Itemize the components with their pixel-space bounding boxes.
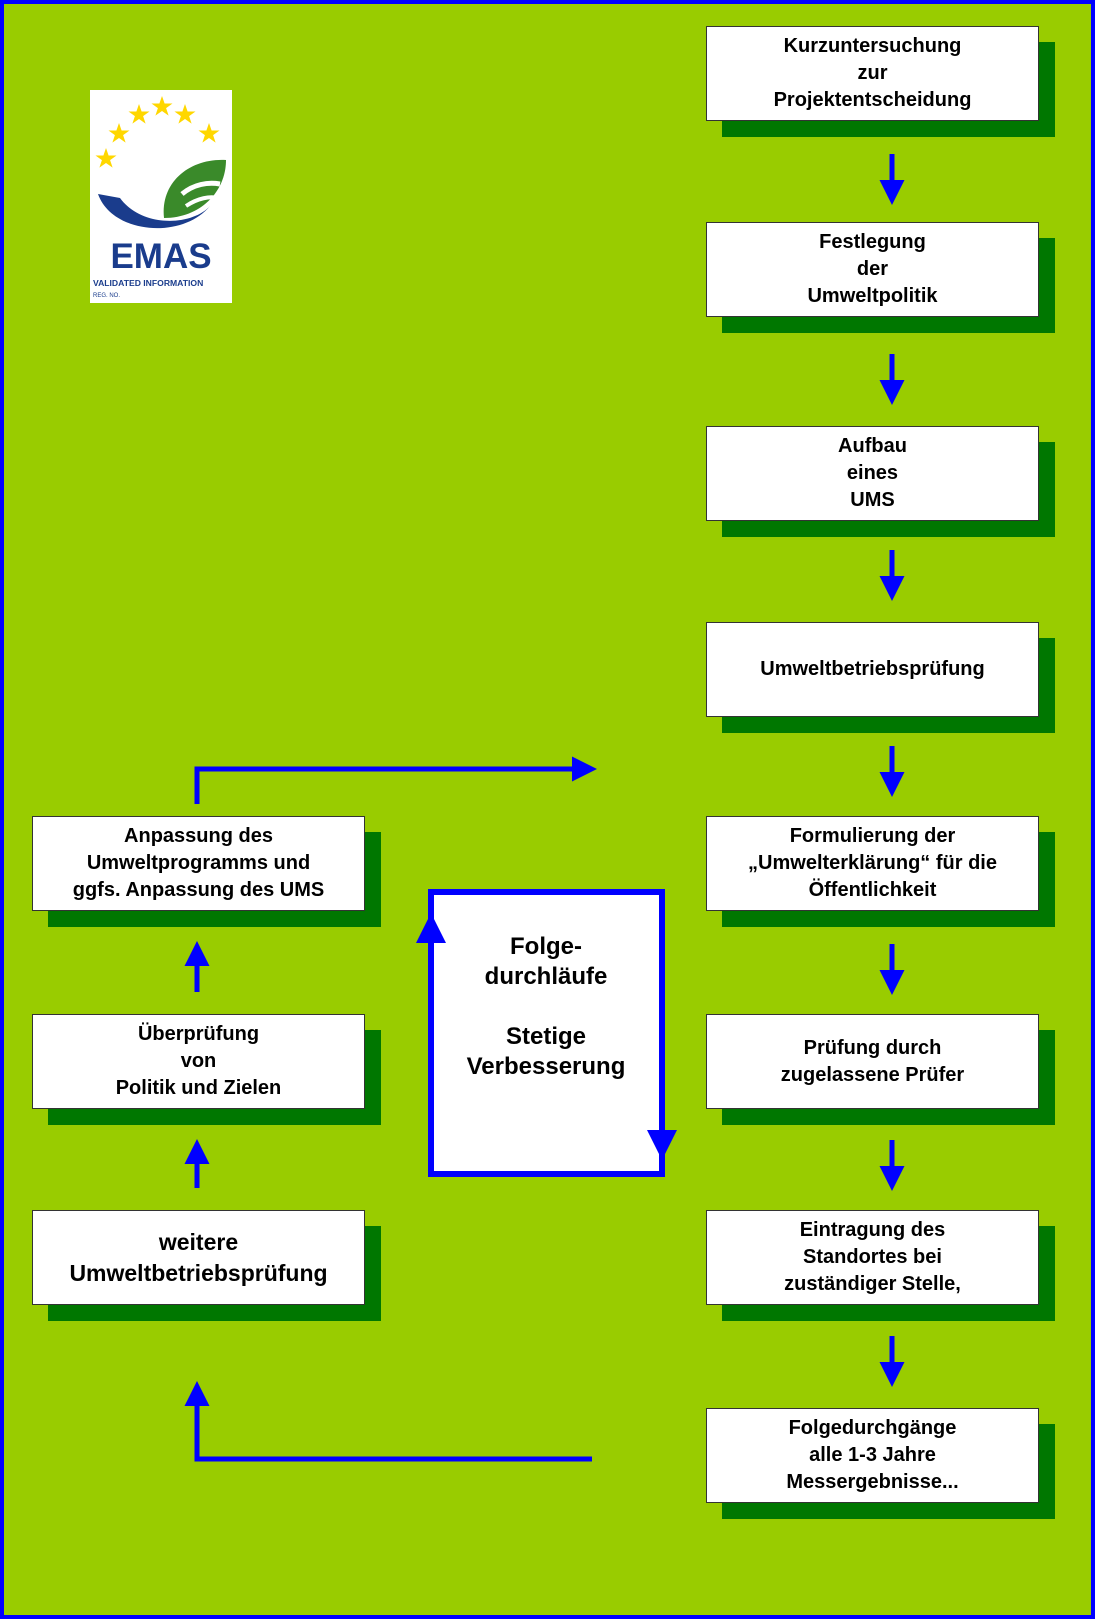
cycle-box: Folge- durchläufe Stetige Verbesserung <box>428 892 664 1176</box>
emas-validated-label: VALIDATED INFORMATION <box>93 278 203 288</box>
step-aufbau-ums: Aufbau eines UMS <box>706 426 1055 537</box>
step-label: Formulierung der „Umwelterklärung“ für d… <box>748 825 997 901</box>
emas-reg-no-label: REG. NO. <box>93 293 120 299</box>
connector-layer <box>184 154 905 1462</box>
step-label: Aufbau eines UMS <box>838 435 907 511</box>
step-label: Folgedurchgänge alle 1-3 Jahre Messergeb… <box>786 1417 959 1493</box>
eu-stars-icon <box>95 96 220 168</box>
cycle-border-bottom <box>428 1146 665 1177</box>
step-pruefung: Prüfung durch zugelassene Prüfer <box>706 1014 1055 1125</box>
step-kurzuntersuchung: Kurzuntersuchung zur Projektentscheidung <box>706 26 1055 137</box>
step-ueberpruefung: Überprüfung von Politik und Zielen <box>32 1014 381 1125</box>
step-label: Prüfung durch zugelassene Prüfer <box>780 1036 965 1086</box>
step-eintragung: Eintragung des Standortes bei zuständige… <box>706 1210 1055 1321</box>
step-weitere-umweltbetriebspruefung: weitere Umweltbetriebsprüfung <box>32 1210 381 1321</box>
step-label: Festlegung der Umweltpolitik <box>807 231 938 307</box>
step-label: weitere Umweltbetriebsprüfung <box>69 1228 328 1286</box>
step-folgedurchgaenge: Folgedurchgänge alle 1-3 Jahre Messergeb… <box>706 1408 1055 1519</box>
emas-logo: EMAS VALIDATED INFORMATION REG. NO. <box>90 90 232 303</box>
step-anpassung: Anpassung des Umweltprogramms und ggfs. … <box>32 816 381 927</box>
step-umwelterklaerung: Formulierung der „Umwelterklärung“ für d… <box>706 816 1055 927</box>
cycle-border-top <box>428 889 665 919</box>
emas-wordmark: EMAS <box>110 237 211 276</box>
emas-swoosh-icon <box>98 194 210 229</box>
arrow-return-loop <box>184 1381 592 1462</box>
step-label: Umweltbetriebsprüfung <box>760 658 985 680</box>
step-label: Überprüfung von Politik und Zielen <box>115 1023 282 1099</box>
step-label: Eintragung des Standortes bei zuständige… <box>784 1219 961 1295</box>
step-umweltbetriebspruefung: Umweltbetriebsprüfung <box>706 622 1055 733</box>
arrow-feedback-loop <box>194 756 597 804</box>
step-label: Anpassung des Umweltprogramms und ggfs. … <box>72 825 325 901</box>
step-umweltpolitik: Festlegung der Umweltpolitik <box>706 222 1055 333</box>
emas-logo-graphic: EMAS VALIDATED INFORMATION REG. NO. <box>93 96 226 299</box>
step-label: Kurzuntersuchung zur Projektentscheidung <box>773 35 972 111</box>
cycle-note: Folge- durchläufe Stetige Verbesserung <box>466 933 626 1080</box>
